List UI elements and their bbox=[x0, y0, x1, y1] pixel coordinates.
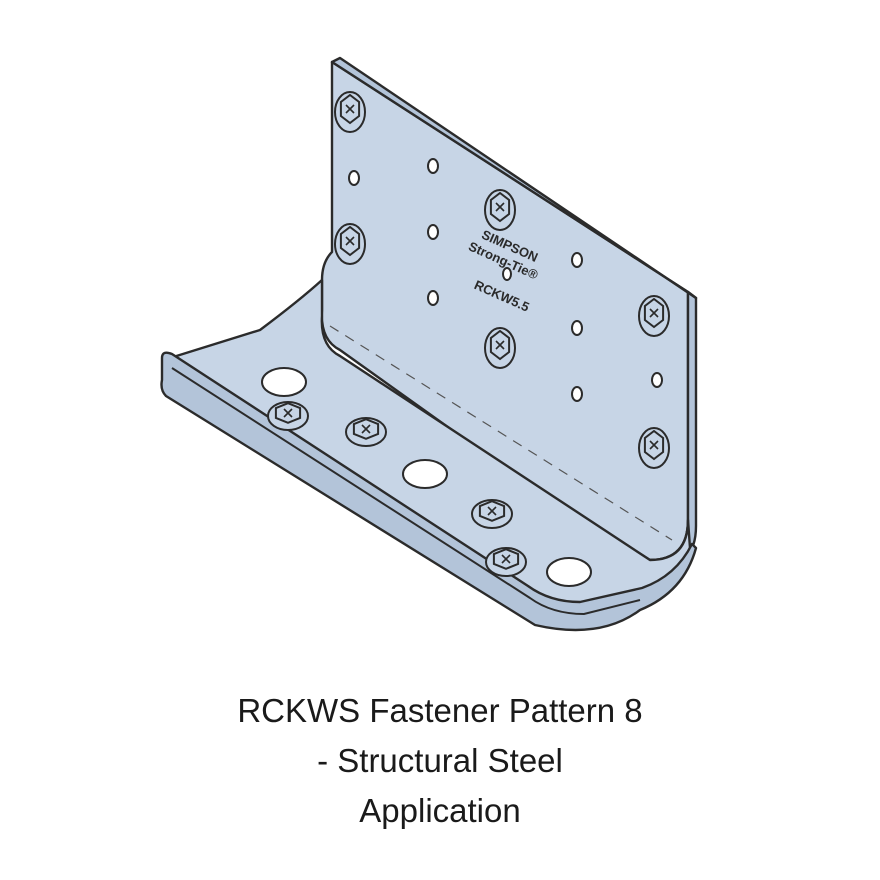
caption-line-3: Application bbox=[359, 792, 521, 829]
hex-head-screw-icon bbox=[345, 417, 387, 447]
base-plate-holes bbox=[261, 367, 592, 587]
hex-head-screw-icon bbox=[485, 547, 527, 577]
hex-head-screw-icon bbox=[638, 295, 670, 337]
round-hole-icon bbox=[571, 252, 583, 268]
round-hole-icon bbox=[651, 372, 663, 388]
base-plate-lip-top bbox=[171, 367, 641, 616]
round-hole-icon bbox=[348, 170, 360, 186]
bolts-group bbox=[267, 91, 670, 577]
round-hole-icon bbox=[402, 459, 448, 489]
round-hole-icon bbox=[427, 290, 439, 306]
hex-head-screw-icon bbox=[334, 223, 366, 265]
round-hole-icon bbox=[427, 224, 439, 240]
round-hole-icon bbox=[571, 386, 583, 402]
vertical-plate-top-edge bbox=[330, 56, 698, 300]
bracket-illustration: SIMPSON Strong-Tie® RCKW5.5 bbox=[160, 56, 698, 632]
hex-head-screw-icon bbox=[267, 401, 309, 431]
caption-line-2: - Structural Steel bbox=[317, 742, 563, 779]
round-hole-icon bbox=[571, 320, 583, 336]
round-hole-icon bbox=[502, 267, 512, 281]
figure-caption: RCKWS Fastener Pattern 8 - Structural St… bbox=[0, 686, 880, 836]
caption-line-1: RCKWS Fastener Pattern 8 bbox=[237, 692, 643, 729]
hex-head-screw-icon bbox=[484, 327, 516, 369]
bend-line bbox=[329, 325, 673, 541]
base-plate-lip bbox=[160, 351, 698, 632]
round-hole-icon bbox=[546, 557, 592, 587]
round-hole-icon bbox=[427, 158, 439, 174]
hex-head-screw-icon bbox=[471, 499, 513, 529]
round-hole-icon bbox=[261, 367, 307, 397]
vertical-plate-holes bbox=[348, 158, 663, 402]
hex-head-screw-icon bbox=[334, 91, 366, 133]
hex-head-screw-icon bbox=[484, 189, 516, 231]
hex-head-screw-icon bbox=[638, 427, 670, 469]
